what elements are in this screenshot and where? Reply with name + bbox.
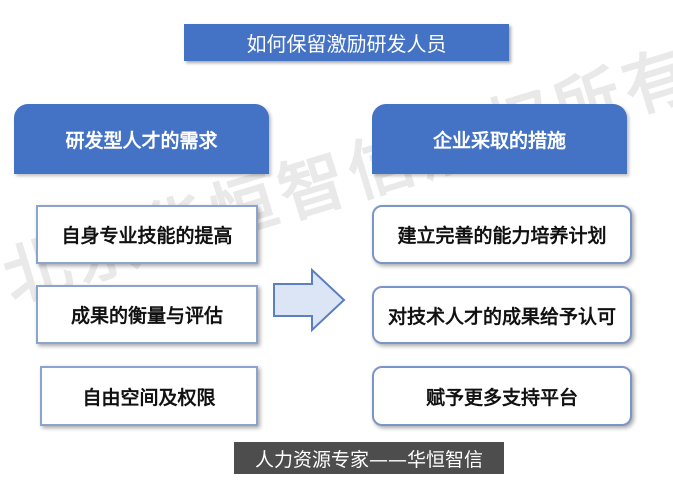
diagram-title: 如何保留激励研发人员: [184, 24, 509, 61]
left-column-header: 研发型人才的需求: [14, 104, 269, 174]
measure-box-2: 对技术人才的成果给予认可: [372, 286, 632, 344]
footer-banner: 人力资源专家——华恒智信: [234, 442, 504, 474]
need-box-1: 自身专业技能的提高: [36, 205, 258, 264]
need-box-2: 成果的衡量与评估: [36, 285, 258, 344]
measure-box-1: 建立完善的能力培养计划: [372, 205, 632, 264]
right-column-header: 企业采取的措施: [372, 104, 627, 174]
right-arrow-icon: [273, 268, 346, 332]
need-box-3: 自由空间及权限: [40, 366, 258, 426]
measure-box-3: 赋予更多支持平台: [372, 366, 632, 426]
